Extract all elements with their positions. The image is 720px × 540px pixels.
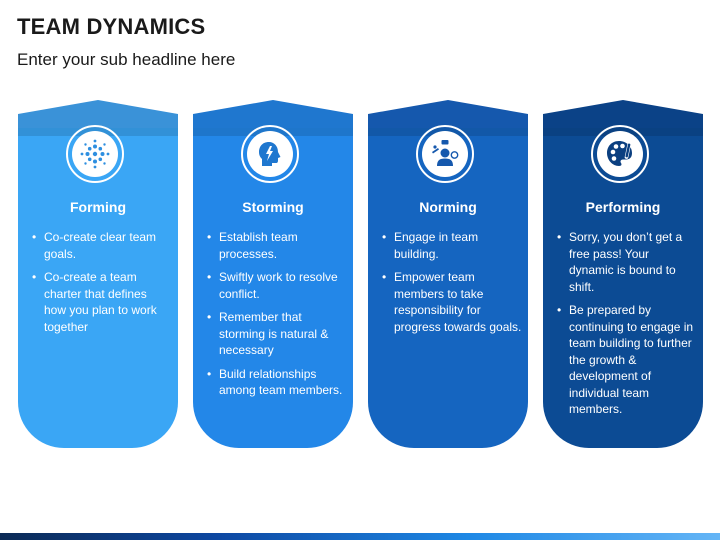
icon-ring [416,125,474,183]
bullet-item: Sorry, you don’t get a free pass! Your d… [557,229,697,295]
bullet-item: Remember that storming is natural & nece… [207,309,347,359]
icon-ring [241,125,299,183]
bullet-list: Sorry, you don’t get a free pass! Your d… [557,229,697,425]
bullet-item: Be prepared by continuing to engage in t… [557,302,697,418]
bullet-item: Swiftly work to resolve conflict. [207,269,347,302]
bullet-list: Engage in team building. Empower team me… [382,229,522,342]
stage-card-norming: Norming Engage in team building. Empower… [368,100,528,448]
bullet-item: Establish team processes. [207,229,347,262]
person-skills-icon [422,131,468,177]
stage-title: Storming [242,199,304,215]
stage-card-forming: Forming Co-create clear team goals. Co-c… [18,100,178,448]
card-cap [193,100,353,136]
stage-title: Forming [70,199,126,215]
card-cap [368,100,528,136]
icon-ring [591,125,649,183]
icon-ring [66,125,124,183]
palette-brush-icon [597,131,643,177]
bullet-item: Engage in team building. [382,229,522,262]
bullet-item: Co-create a team charter that defines ho… [32,269,172,335]
head-lightning-icon [247,131,293,177]
bullet-list: Co-create clear team goals. Co-create a … [32,229,172,342]
card-cap [18,100,178,136]
bullet-item: Co-create clear team goals. [32,229,172,262]
bullet-item: Empower team members to take responsibil… [382,269,522,335]
card-cap [543,100,703,136]
stage-title: Performing [585,199,661,215]
stage-title: Norming [419,199,477,215]
bottom-accent-bar [0,533,720,540]
page-subtitle: Enter your sub headline here [17,50,236,69]
network-dots-icon [72,131,118,177]
bullet-list: Establish team processes. Swiftly work t… [207,229,347,406]
stage-card-performing: Performing Sorry, you don’t get a free p… [543,100,703,448]
stage-card-storming: Storming Establish team processes. Swift… [193,100,353,448]
page-title: TEAM DYNAMICS [17,14,206,39]
bullet-item: Build relationships among team members. [207,366,347,399]
